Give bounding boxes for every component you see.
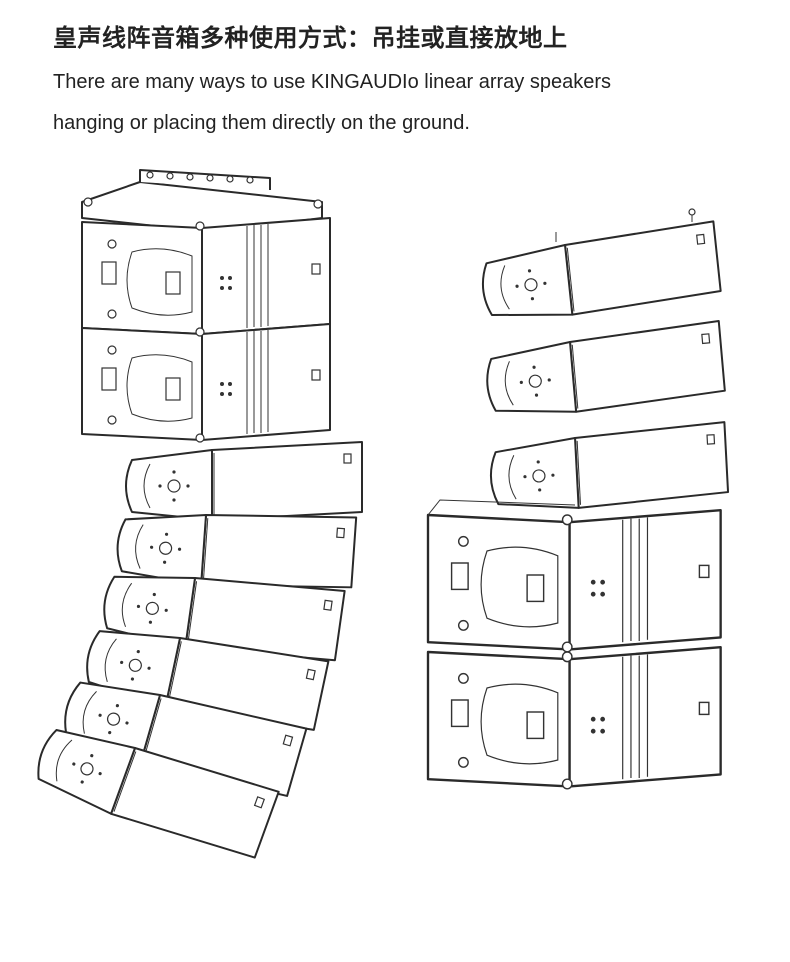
description-line-2: hanging or placing them directly on the … [53, 112, 470, 134]
page-title: 皇声线阵音箱多种使用方式：吊挂或直接放地上 [53, 24, 568, 52]
description: There are many ways to use KINGAUDIo lin… [53, 62, 753, 144]
speaker-illustration [0, 160, 790, 867]
hanging-array [29, 169, 363, 867]
description-line-1: There are many ways to use KINGAUDIo lin… [53, 71, 611, 93]
ground-stack [426, 208, 730, 790]
rigging-frame [81, 169, 323, 233]
